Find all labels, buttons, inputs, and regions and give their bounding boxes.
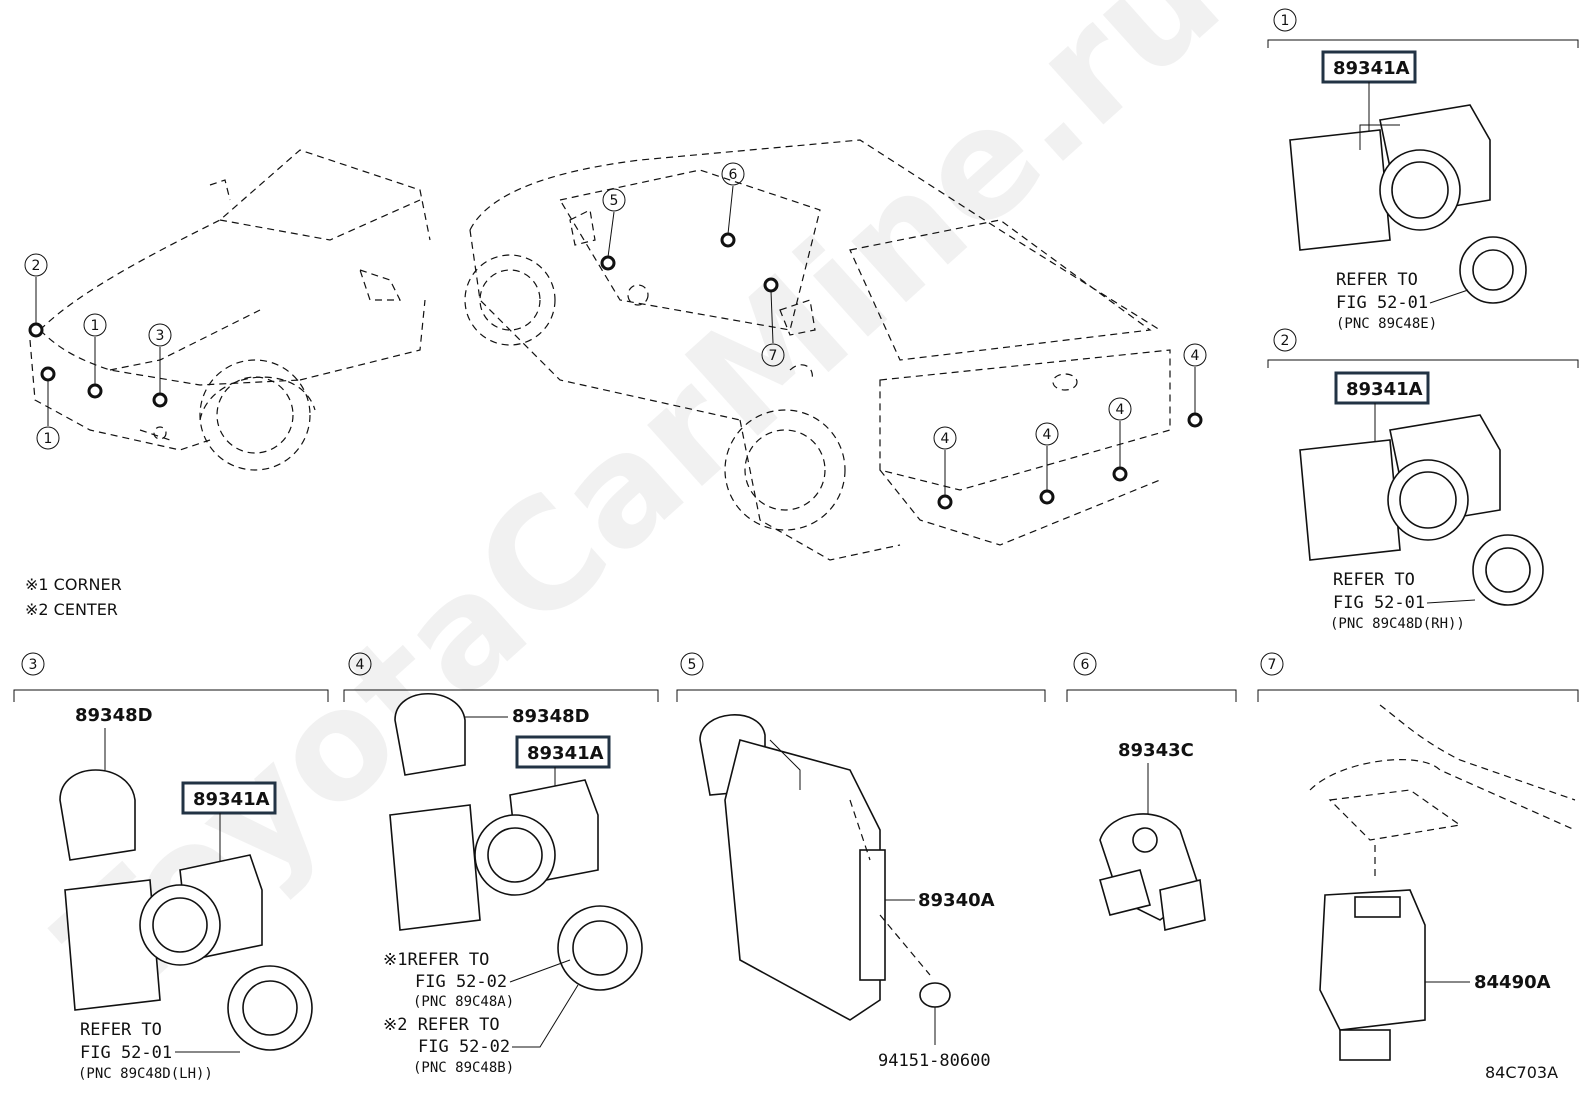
svg-text:※1REFER TO: ※1REFER TO	[383, 950, 489, 970]
panel-4: 4 89348D 89341A ※1REFER TO FIG 52-02 (PN…	[343, 652, 659, 1076]
svg-text:(PNC 89C48D(LH)): (PNC 89C48D(LH))	[78, 1066, 213, 1082]
svg-text:REFER TO: REFER TO	[1336, 270, 1418, 290]
svg-text:7: 7	[1268, 657, 1277, 673]
svg-text:FIG 52-02: FIG 52-02	[418, 1037, 510, 1057]
svg-text:6: 6	[1081, 657, 1090, 673]
p1-part-label: 89341A	[1333, 58, 1410, 79]
panel-1: 1 89341A REFER TO FIG 52-01 (PNC 89C48E)	[1267, 8, 1579, 332]
svg-text:(PNC 89C48B): (PNC 89C48B)	[413, 1060, 514, 1076]
svg-text:5: 5	[610, 193, 619, 209]
p7-switch-drawing	[1309, 704, 1576, 1061]
svg-text:6: 6	[729, 167, 738, 183]
svg-text:4: 4	[941, 431, 950, 447]
svg-text:4: 4	[1116, 402, 1125, 418]
p4-sensor-drawing	[389, 779, 643, 991]
p3-cover-label: 89348D	[75, 705, 153, 726]
svg-text:2: 2	[32, 258, 41, 274]
svg-text:4: 4	[1043, 427, 1052, 443]
p4-cover-label: 89348D	[512, 706, 590, 727]
svg-text:REFER TO: REFER TO	[80, 1020, 162, 1040]
svg-text:2: 2	[1281, 333, 1290, 349]
svg-text:3: 3	[156, 328, 165, 344]
panel-3: 3 89348D 89341A REFER TO FIG 52-01 (PNC …	[13, 652, 329, 1082]
p5-clip-label: 94151-80600	[878, 1051, 991, 1071]
note-corner: ※1 CORNER	[25, 575, 122, 594]
p4-part-label: 89341A	[527, 743, 604, 764]
svg-text:3: 3	[29, 657, 38, 673]
note-center: ※2 CENTER	[25, 600, 118, 619]
panel-6: 6 89343C	[1066, 652, 1237, 931]
svg-text:FIG 52-01: FIG 52-01	[1336, 293, 1428, 313]
svg-text:(PNC 89C48A): (PNC 89C48A)	[413, 994, 514, 1010]
figure-code: 84C703A	[1485, 1063, 1558, 1082]
svg-text:FIG 52-01: FIG 52-01	[80, 1043, 172, 1063]
rear-car-drawing	[464, 139, 1171, 561]
svg-text:7: 7	[769, 348, 778, 364]
p3-part-label: 89341A	[193, 789, 270, 810]
svg-text:1: 1	[44, 431, 53, 447]
p3-sensor-drawing	[64, 854, 313, 1051]
front-sensor-marks	[28, 277, 168, 426]
panel-2: 2 89341A REFER TO FIG 52-01 (PNC 89C48D(…	[1267, 328, 1579, 632]
svg-text:REFER TO: REFER TO	[1333, 570, 1415, 590]
p7-part-label: 84490A	[1474, 972, 1551, 993]
p6-sensor-drawing	[1099, 813, 1206, 931]
front-car-drawing	[29, 149, 431, 471]
p2-part-label: 89341A	[1346, 379, 1423, 400]
svg-text:1: 1	[91, 318, 100, 334]
rear-callouts: 5 6 7 4 4 4 4	[602, 162, 1207, 450]
svg-text:※2 REFER TO: ※2 REFER TO	[383, 1015, 500, 1035]
svg-text:1: 1	[1281, 13, 1290, 29]
svg-text:FIG 52-02: FIG 52-02	[415, 972, 507, 992]
p5-ecu-drawing	[699, 714, 951, 1021]
front-callouts: 2 1 3 1	[24, 253, 172, 450]
p6-part-label: 89343C	[1118, 740, 1194, 761]
p2-sensor-drawing	[1299, 414, 1544, 606]
rear-sensor-marks	[600, 185, 1203, 510]
svg-text:4: 4	[356, 657, 365, 673]
panel-5: 5 89340A 94151-80600	[676, 652, 1046, 1071]
svg-text:FIG 52-01: FIG 52-01	[1333, 593, 1425, 613]
svg-text:(PNC 89C48E): (PNC 89C48E)	[1336, 316, 1437, 332]
panel-7: 7 84490A	[1257, 652, 1579, 1061]
svg-text:4: 4	[1191, 348, 1200, 364]
svg-text:5: 5	[688, 657, 697, 673]
p5-ecu-label: 89340A	[918, 890, 995, 911]
svg-text:(PNC 89C48D(RH)): (PNC 89C48D(RH))	[1330, 616, 1465, 632]
p1-sensor-drawing	[1289, 104, 1527, 304]
